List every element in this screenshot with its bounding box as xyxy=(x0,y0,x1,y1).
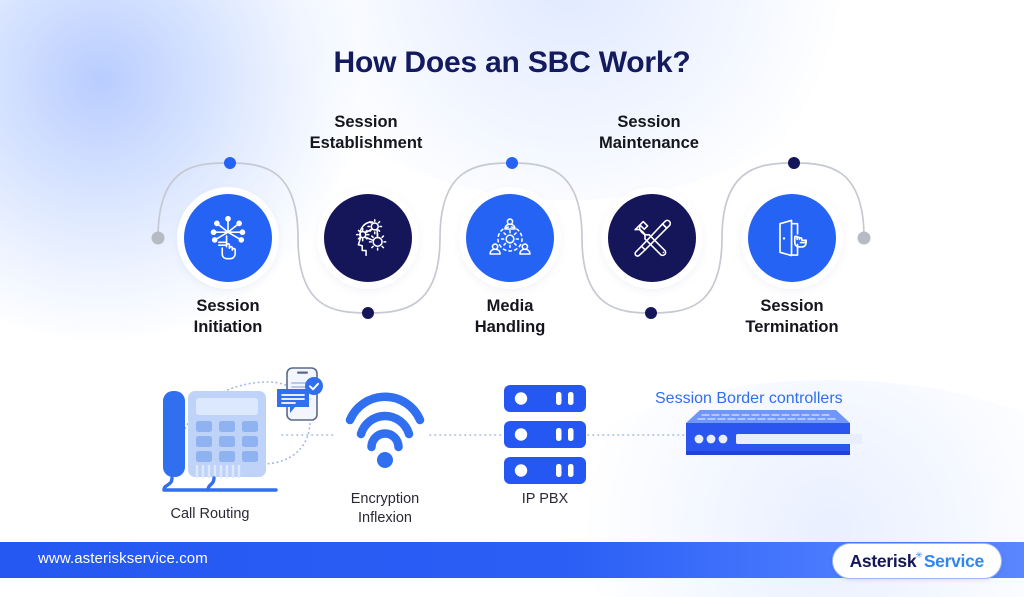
label-session-maintenance: Session Maintenance xyxy=(554,112,744,154)
label-encryption-inflexion: Encryption Inflexion xyxy=(320,490,450,528)
flow-node-disc[interactable] xyxy=(324,194,412,282)
label-media-handling: Media Handling xyxy=(440,296,580,338)
label-line1: Session xyxy=(196,297,260,315)
flow-marker-dot-4 xyxy=(645,307,657,319)
page-title: How Does an SBC Work? xyxy=(333,46,691,79)
touch-network-icon xyxy=(203,213,253,263)
label-line1: Encryption xyxy=(350,491,420,507)
label-line1: Session xyxy=(760,297,824,315)
wifi-icon xyxy=(345,392,425,468)
sbc-process-flow: Session Establishment Session Maintenanc… xyxy=(0,105,1024,365)
label-line2: Termination xyxy=(745,318,839,337)
label-line2: Maintenance xyxy=(599,134,699,153)
label-line2: Inflexion xyxy=(357,510,412,527)
flow-node-disc[interactable] xyxy=(608,194,696,282)
wrench-screwdriver-icon xyxy=(628,214,676,262)
logo-text-service: Service xyxy=(923,550,984,571)
label-line1: Session xyxy=(617,113,681,131)
gear-users-icon xyxy=(485,213,535,263)
logo-text-asterisk: Asterisk xyxy=(849,550,917,571)
label-line1: Call Routing xyxy=(170,506,250,522)
logo-asterisk-mark: ✳ xyxy=(915,549,923,560)
label-call-routing: Call Routing xyxy=(145,505,275,524)
flow-node-session-termination[interactable]: Session Termination xyxy=(722,194,862,338)
flow-marker-dot-5 xyxy=(788,157,800,169)
flow-node-disc[interactable] xyxy=(466,194,554,282)
label-session-termination: Session Termination xyxy=(722,296,862,338)
pipeline-graphics-svg xyxy=(162,367,862,492)
sbc-network-pipeline: Call Routing Encryption Inflexion IP PBX… xyxy=(0,360,1024,530)
flow-node-session-initiation[interactable]: Session Initiation xyxy=(158,194,298,338)
flow-node-session-maintenance[interactable] xyxy=(582,194,722,282)
label-line1: Session xyxy=(334,113,398,131)
label-line2: Establishment xyxy=(309,134,423,153)
flow-node-media-handling[interactable]: Media Handling xyxy=(440,194,580,338)
flow-endpoint-dot-right xyxy=(857,231,871,245)
label-session-border-controllers: Session Border controllers xyxy=(655,390,843,407)
head-gears-icon xyxy=(343,213,393,263)
footer-website-url[interactable]: www.asteriskservice.com xyxy=(38,550,208,567)
flow-node-disc[interactable] xyxy=(748,194,836,282)
asterisk-service-logo[interactable]: Asterisk✳Service xyxy=(831,543,1002,579)
server-stack-icon xyxy=(504,385,586,484)
flow-marker-dot-2 xyxy=(362,307,374,319)
desk-phone-icon xyxy=(162,391,278,492)
label-line1: Media xyxy=(486,297,534,315)
flow-track-svg xyxy=(151,157,871,319)
flow-endpoint-dot-left xyxy=(151,231,165,245)
mobile-chat-verified-icon xyxy=(277,367,323,421)
flow-marker-dot-3 xyxy=(506,157,518,169)
label-ip-pbx: IP PBX xyxy=(480,490,610,509)
label-session-initiation: Session Initiation xyxy=(158,296,298,338)
flow-node-session-establishment[interactable] xyxy=(298,194,438,282)
rack-appliance-icon xyxy=(686,410,862,455)
label-line2: Handling xyxy=(474,318,546,337)
flow-marker-dot-1 xyxy=(224,157,236,169)
exit-door-hand-icon xyxy=(768,214,816,262)
label-line2: Initiation xyxy=(193,318,263,337)
label-line1: IP PBX xyxy=(521,491,569,507)
flow-node-disc[interactable] xyxy=(184,194,272,282)
label-session-establishment: Session Establishment xyxy=(271,112,461,154)
